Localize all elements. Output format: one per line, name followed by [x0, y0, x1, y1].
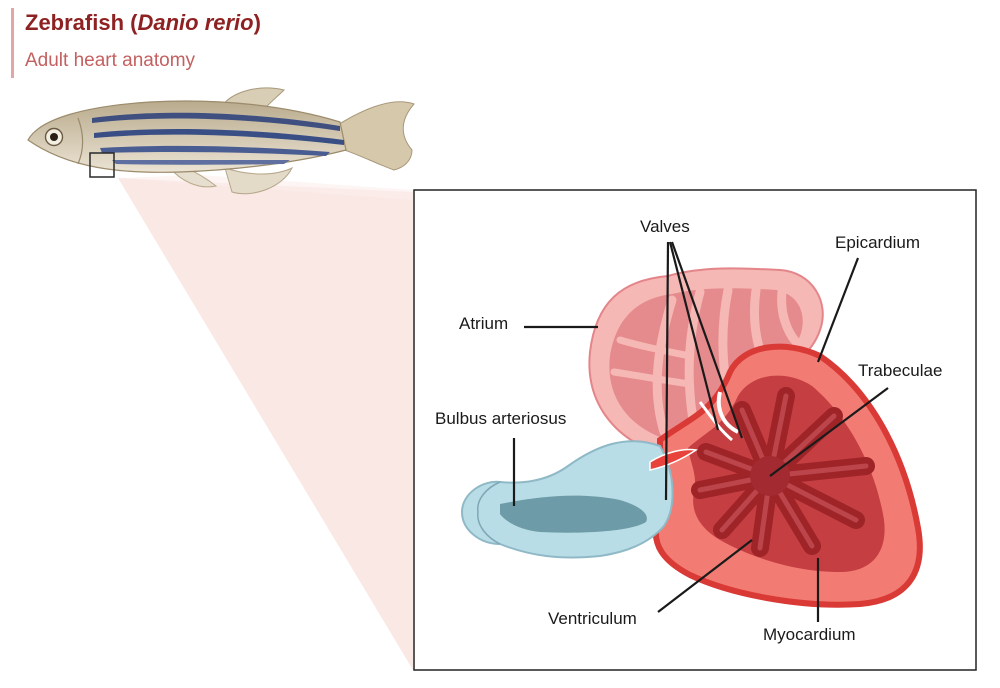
fish-stripe-2	[94, 128, 344, 145]
label-myocardium: Myocardium	[763, 625, 856, 644]
fish-stripe-4	[112, 160, 290, 165]
fish-pupil	[50, 133, 58, 141]
label-trabeculae: Trabeculae	[858, 361, 943, 380]
zebrafish-illustration	[27, 87, 415, 195]
tail-fin	[329, 101, 415, 171]
zoom-projection	[118, 178, 413, 670]
fish-stripe-3	[100, 145, 330, 156]
page-title: Zebrafish (Danio rerio)	[25, 10, 261, 36]
title-suffix: )	[253, 10, 261, 35]
leader-lines	[512, 241, 889, 622]
page-subtitle: Adult heart anatomy	[25, 50, 196, 71]
trabeculae-leader	[769, 387, 889, 477]
ventriculum-leader	[657, 539, 753, 613]
label-bulbus-arteriosus: Bulbus arteriosus	[435, 409, 567, 428]
valves-leader-3	[670, 241, 744, 439]
bulbus-arteriosus	[460, 440, 674, 559]
label-ventriculum: Ventriculum	[548, 609, 637, 628]
title-prefix: Zebrafish (	[25, 10, 138, 35]
label-valves: Valves	[640, 217, 690, 236]
anal-fin	[224, 166, 294, 195]
title-block: Zebrafish (Danio rerio) Adult heart anat…	[11, 8, 261, 78]
label-atrium: Atrium	[459, 314, 509, 333]
valves-leader-2	[668, 241, 720, 431]
gill-cover	[77, 117, 84, 165]
label-epicardium: Epicardium	[835, 233, 921, 252]
title-species: Danio rerio	[137, 10, 254, 35]
atrium	[588, 267, 824, 457]
heart-location-box	[89, 152, 115, 178]
epicardium-leader	[816, 257, 860, 363]
fish-stripe-1	[92, 112, 340, 131]
valves-leader-1	[664, 241, 670, 501]
